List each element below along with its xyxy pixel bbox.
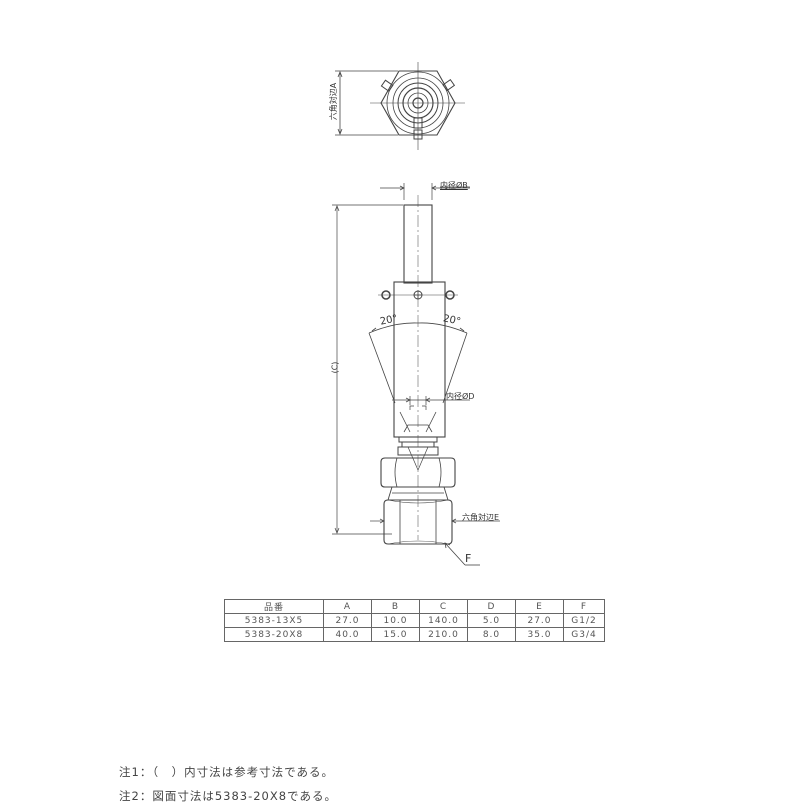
spec-table: 品番 A B C D E F 5383-13X5 27.0 10.0 140.0… [224,599,605,642]
thread-f-label: F [465,552,472,565]
header-e: E [515,599,564,614]
header-a: A [323,599,372,614]
cell-f: G1/2 [563,613,605,628]
inner-dia-d-label: 内径ØD [446,392,475,401]
notes: 注1：（ ）内寸法は参考寸法である。 注2：図面寸法は5383-20X8である。 [119,760,337,808]
inner-dia-b-label: 内径ØB [440,181,468,190]
hex-across-e-label: 六角対辺E [462,513,500,522]
cell-d: 8.0 [467,627,516,642]
cell-e: 27.0 [515,613,564,628]
header-b: B [371,599,420,614]
note-1: 注1：（ ）内寸法は参考寸法である。 [119,765,334,779]
cell-a: 27.0 [323,613,372,628]
top-hex-view [335,62,465,150]
cell-part-number: 5383-13X5 [224,613,324,628]
header-f: F [563,599,605,614]
header-part-number: 品番 [224,599,324,614]
cell-e: 35.0 [515,627,564,642]
note-2: 注2：図面寸法は5383-20X8である。 [119,789,337,803]
cell-part-number: 5383-20X8 [224,627,324,642]
cell-d: 5.0 [467,613,516,628]
cell-f: G3/4 [563,627,605,642]
hex-across-a-label: 六角対辺A [329,82,339,121]
table-header-row: 品番 A B C D E F [224,599,605,614]
cell-a: 40.0 [323,627,372,642]
table-row: 5383-20X8 40.0 15.0 210.0 8.0 35.0 G3/4 [224,627,605,642]
table-row: 5383-13X5 27.0 10.0 140.0 5.0 27.0 G1/2 [224,613,605,628]
cell-c: 140.0 [419,613,468,628]
dimension-c-label: (C) [330,361,340,374]
cell-b: 10.0 [371,613,420,628]
header-c: C [419,599,468,614]
cell-c: 210.0 [419,627,468,642]
header-d: D [467,599,516,614]
cell-b: 15.0 [371,627,420,642]
front-view [332,183,500,566]
